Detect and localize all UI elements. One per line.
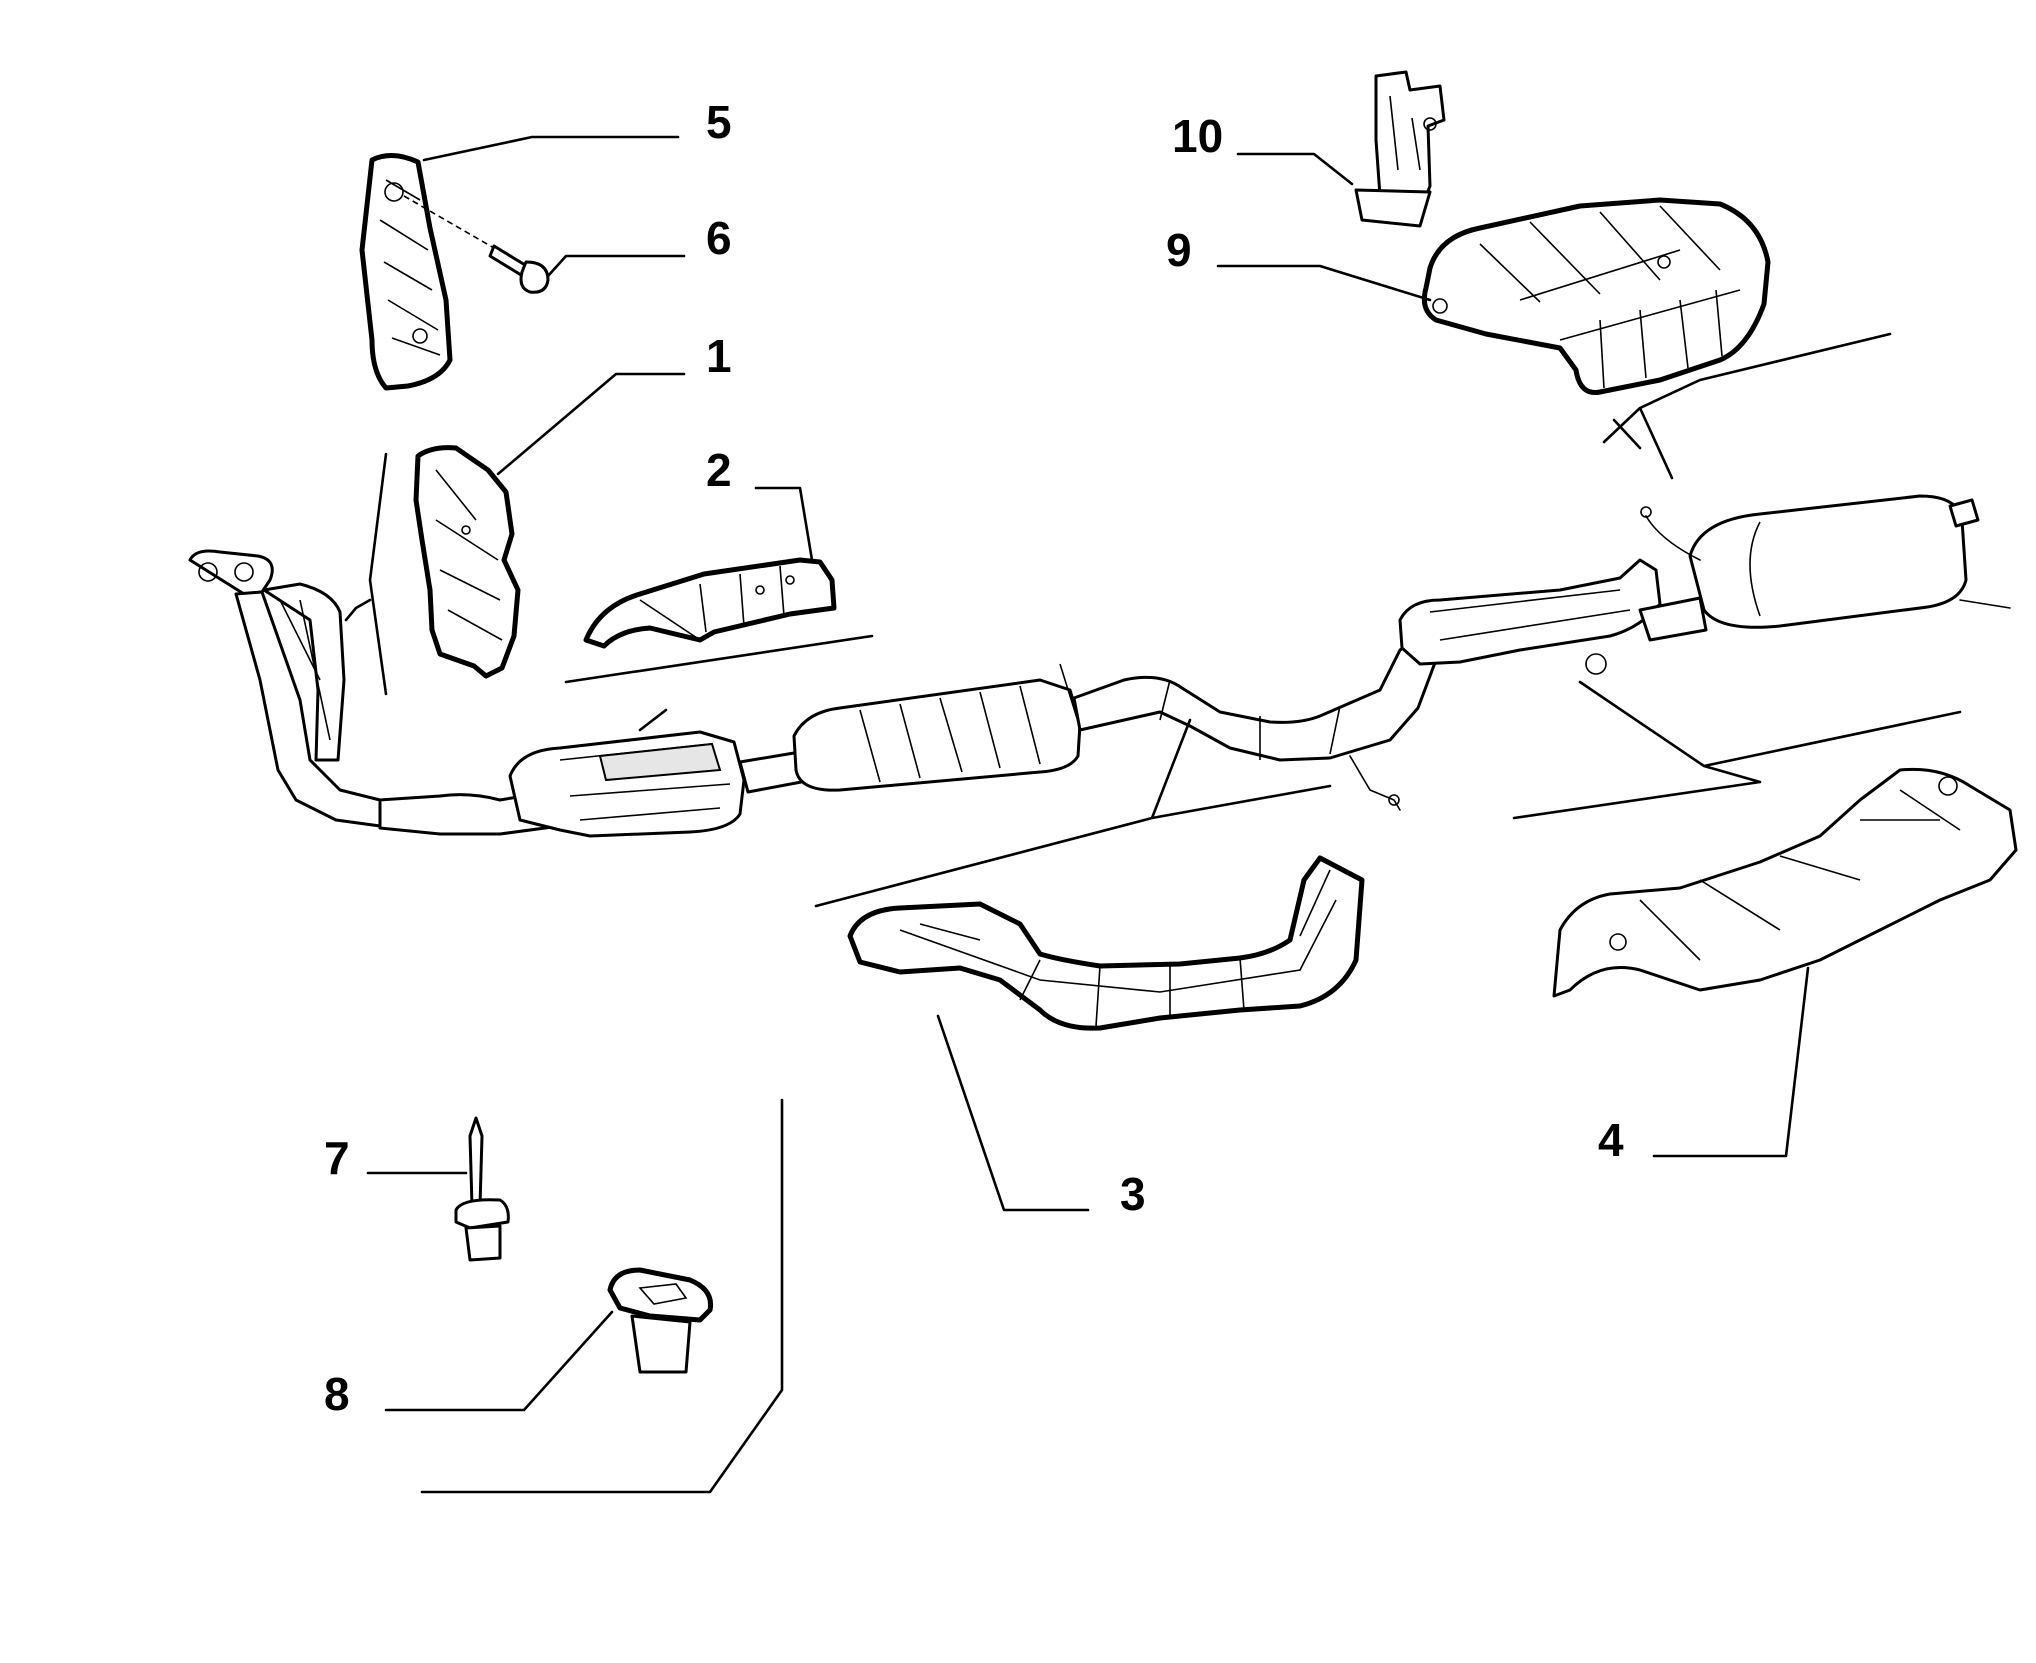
part-1-converter-heat-shield [413,445,521,679]
part-4-rear-heat-shield [1552,767,2018,998]
callout-labels: 5 6 1 2 10 9 3 4 7 8 [324,96,1624,1420]
callout-10: 10 [1172,110,1223,162]
part-7-push-rivet [454,1116,510,1262]
callout-3: 3 [1120,1168,1146,1220]
part-6-bolt [403,195,550,294]
part-2-pipe-heat-shield [583,557,837,649]
callout-2: 2 [706,444,732,496]
leader-lines [366,135,1810,1412]
exhaust-pipe-assembly [188,494,2011,838]
part-3-center-heat-shield [847,855,1365,1031]
callout-8: 8 [324,1368,350,1420]
callout-5: 5 [706,96,732,148]
callout-1: 1 [706,330,732,382]
callout-4: 4 [1598,1114,1624,1166]
part-8-grommet [607,1267,714,1374]
callout-9: 9 [1166,224,1192,276]
part-9-muffler-heat-shield [1421,197,1771,396]
grouping-brackets [344,334,1962,1494]
callout-6: 6 [706,212,732,264]
callout-7: 7 [324,1132,350,1184]
part-5-manifold-heat-shield [359,153,453,391]
part-10-bracket [1354,70,1446,228]
